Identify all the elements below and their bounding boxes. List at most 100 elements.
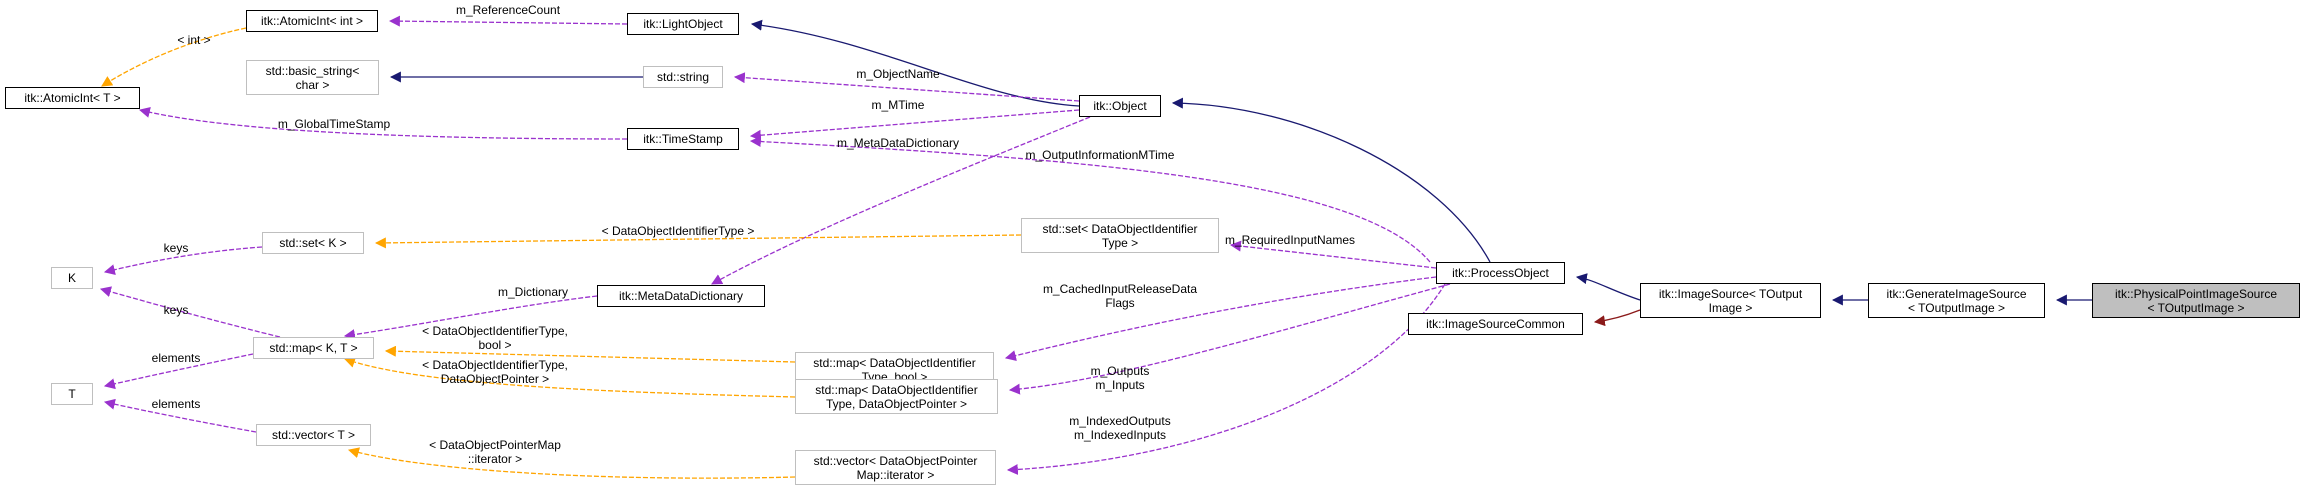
edge-processobject-to-vector-iter — [1006, 283, 1446, 475]
node-set-k[interactable]: std::set< K > — [262, 232, 364, 254]
edge-label-line: m_IndexedOutputs — [1069, 414, 1170, 428]
edge-map-dop-to-map-kt — [343, 357, 796, 398]
edge-atomicint-t-to-atomicint-int — [101, 27, 247, 87]
node-label-line: < TOutputImage > — [1908, 300, 2005, 315]
node-label-line: itk::AtomicInt< T > — [24, 91, 121, 105]
edge-label-line: keys — [164, 241, 189, 255]
edge-label-line: DataObjectPointer > — [441, 372, 549, 386]
node-lightobject[interactable]: itk::LightObject — [627, 13, 739, 35]
edge-label-line: < DataObjectPointerMap — [429, 438, 561, 452]
edge-label-line: elements — [152, 397, 201, 411]
edge-label-line: m_Outputs — [1091, 364, 1150, 378]
node-label-line: itk::GenerateImageSource — [1886, 286, 2027, 301]
edge-vector-iter-to-vector-t — [347, 447, 796, 479]
edge-label-line: m_Dictionary — [498, 285, 568, 299]
edge-atomicint-to-lightobject — [388, 15, 628, 27]
node-atomicint-int[interactable]: itk::AtomicInt< int > — [246, 10, 378, 32]
edge-imagesource-to-imagesourcecommon — [1593, 309, 1641, 327]
node-basic-string[interactable]: std::basic_string<char > — [246, 60, 379, 95]
node-label-line: itk::ProcessObject — [1452, 266, 1549, 280]
node-object[interactable]: itk::Object — [1079, 95, 1161, 117]
edge-label-map-bool-arg: < DataObjectIdentifierType,bool > — [422, 324, 568, 352]
edge-label-line: ::iterator > — [468, 452, 522, 466]
node-label-line: std::vector< T > — [272, 428, 355, 442]
edge-label-line: m_MetaDataDictionary — [837, 136, 959, 150]
edge-label-dictionary: m_Dictionary — [498, 285, 568, 299]
edge-metadatadict-to-map-kt — [343, 295, 598, 341]
node-label-line: Type, DataObjectPointer > — [825, 396, 968, 411]
edge-processobject-to-set-doit — [1229, 240, 1437, 269]
node-t[interactable]: T — [51, 383, 93, 405]
edge-label-line: m_Inputs — [1095, 378, 1144, 392]
edge-label-line: < DataObjectIdentifierType, — [422, 324, 568, 338]
node-generateimagesource[interactable]: itk::GenerateImageSource< TOutputImage > — [1868, 283, 2045, 318]
node-physicalpointimagesource[interactable]: itk::PhysicalPointImageSource< TOutputIm… — [2092, 283, 2300, 318]
edge-label-line: m_MTime — [872, 98, 925, 112]
edge-label-line: bool > — [478, 338, 511, 352]
edge-label-keys-set: keys — [164, 241, 189, 255]
edge-label-keys-map: keys — [164, 303, 189, 317]
node-label-line: Map::iterator > — [856, 467, 935, 482]
edge-object-to-timestamp — [749, 109, 1080, 141]
edge-label-line: m_IndexedInputs — [1074, 428, 1166, 442]
node-label-line: < TOutputImage > — [2147, 300, 2245, 315]
node-imagesourcecommon[interactable]: itk::ImageSourceCommon — [1408, 313, 1583, 335]
node-label-line: itk::LightObject — [643, 17, 723, 31]
edge-label-int-arg: < int > — [177, 33, 210, 47]
node-label-line: std::basic_string< — [265, 63, 360, 78]
edge-label-object-name: m_ObjectName — [856, 67, 940, 81]
node-label-line: itk::MetaDataDictionary — [618, 289, 744, 303]
node-label-line: std::set< K > — [279, 236, 347, 250]
node-label-line: std::map< DataObjectIdentifier — [813, 355, 976, 370]
node-label-line: char > — [295, 77, 330, 92]
node-timestamp[interactable]: itk::TimeStamp — [627, 128, 739, 150]
edge-map-kt-to-k — [99, 286, 281, 338]
node-label-line: Type > — [1101, 235, 1139, 250]
edge-map-kt-to-t — [103, 353, 254, 390]
edge-label-line: m_RequiredInputNames — [1225, 233, 1355, 247]
edge-imagesource-to-processobject — [1575, 273, 1641, 301]
node-atomicint-t[interactable]: itk::AtomicInt< T > — [5, 87, 140, 109]
edge-processobject-to-object — [1171, 97, 1491, 263]
node-label-line: itk::AtomicInt< int > — [260, 14, 364, 28]
node-label-line: itk::ImageSource< TOutput — [1658, 286, 1803, 301]
edge-object-to-lightobject — [750, 19, 1080, 107]
edge-label-map-dop-arg: < DataObjectIdentifierType,DataObjectPoi… — [422, 358, 568, 386]
edge-vector-t-to-t — [103, 398, 257, 433]
edge-set-k-to-k — [103, 246, 263, 276]
edge-label-required-input-names: m_RequiredInputNames — [1225, 233, 1355, 247]
edge-label-line: elements — [152, 351, 201, 365]
edge-label-vector-arg: < DataObjectPointerMap::iterator > — [429, 438, 561, 466]
edge-label-mtime: m_MTime — [872, 98, 925, 112]
edge-label-elements-map: elements — [152, 351, 201, 365]
node-label-line: std::vector< DataObjectPointer — [813, 453, 978, 468]
node-label-line: T — [68, 387, 76, 401]
edge-timestamp-to-atomicint-t — [138, 107, 628, 140]
edge-processobject-to-map-dop — [1008, 283, 1451, 395]
edge-object-to-string — [733, 72, 1080, 102]
edge-label-line: m_CachedInputReleaseData — [1043, 282, 1197, 296]
edge-label-line: m_ReferenceCount — [456, 3, 561, 17]
edge-processobject-to-timestamp — [749, 136, 1431, 263]
edge-label-line: m_GlobalTimeStamp — [278, 117, 391, 131]
node-label-line: std::set< DataObjectIdentifier — [1042, 221, 1198, 236]
node-processobject[interactable]: itk::ProcessObject — [1436, 262, 1565, 284]
node-label-line: itk::ImageSourceCommon — [1426, 317, 1565, 331]
edge-label-line: < DataObjectIdentifierType, — [422, 358, 568, 372]
node-std-string[interactable]: std::string — [643, 66, 723, 88]
node-metadatadictionary[interactable]: itk::MetaDataDictionary — [597, 285, 765, 307]
node-k[interactable]: K — [51, 267, 93, 289]
edge-processobject-to-map-bool — [1004, 276, 1437, 361]
node-label-line: K — [67, 271, 76, 285]
node-vector-t[interactable]: std::vector< T > — [256, 424, 371, 446]
node-map-kt[interactable]: std::map< K, T > — [253, 337, 374, 359]
